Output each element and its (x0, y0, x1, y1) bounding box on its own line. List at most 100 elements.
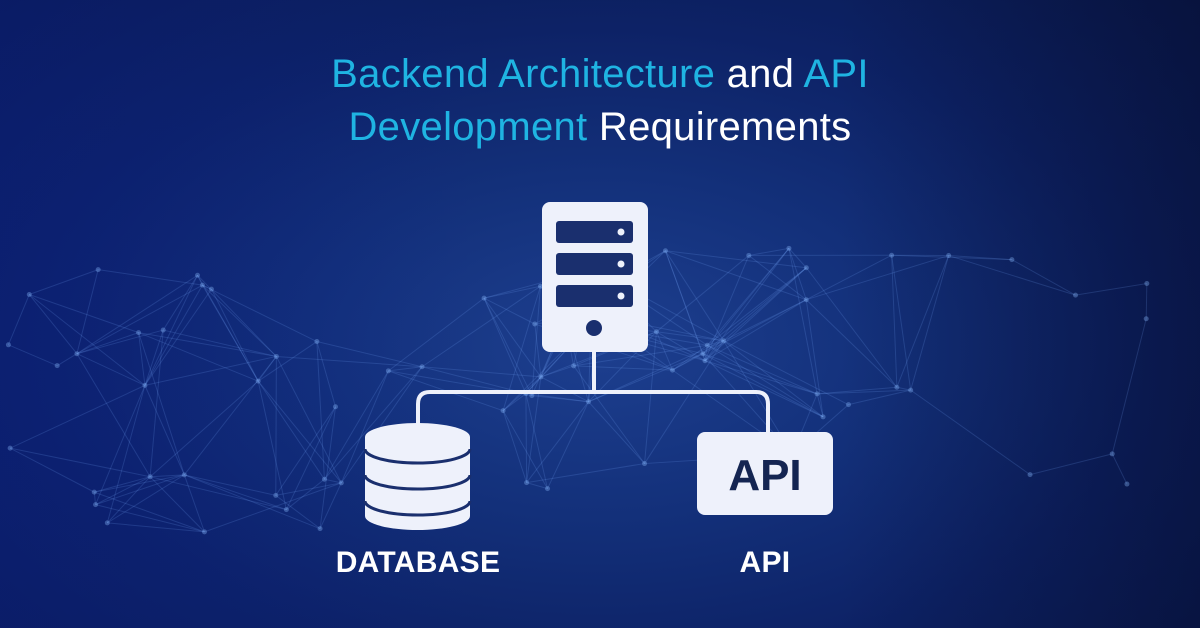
network-line (316, 341, 336, 407)
network-line (540, 376, 589, 403)
network-line (95, 385, 146, 505)
network-line (573, 365, 645, 464)
network-line (421, 366, 541, 378)
network-node (845, 402, 851, 408)
network-line (76, 269, 99, 354)
network-line (76, 353, 146, 386)
network-line (388, 366, 423, 372)
network-line (275, 356, 342, 484)
network-line (197, 274, 277, 357)
network-line (816, 393, 824, 417)
network-line (706, 248, 790, 346)
network-line (502, 410, 528, 483)
network-node (1124, 481, 1130, 487)
network-node (908, 387, 914, 393)
network-line (704, 255, 750, 361)
network-line (29, 294, 139, 334)
network-node (93, 502, 99, 508)
network-node (5, 342, 11, 348)
network-node (700, 351, 706, 357)
network-line (896, 255, 950, 388)
network-line (149, 330, 164, 477)
network-line (704, 267, 807, 362)
page-title-line-2: Development Requirements (0, 105, 1200, 150)
network-line (94, 474, 185, 493)
network-line (665, 250, 724, 341)
network-line (805, 299, 824, 417)
network-line (704, 360, 824, 418)
network-node (201, 529, 207, 535)
network-line (656, 331, 724, 342)
network-node (208, 286, 214, 292)
network-node (181, 472, 187, 478)
network-line (1075, 283, 1147, 296)
network-line (817, 386, 897, 395)
network-line (672, 353, 704, 371)
network-line (525, 393, 528, 483)
network-line (183, 356, 277, 476)
network-line (656, 255, 750, 333)
network-line (707, 344, 818, 395)
network-line (483, 297, 536, 325)
network-node (1144, 281, 1150, 287)
network-line (257, 381, 287, 510)
network-line (502, 286, 541, 411)
network-line (707, 340, 724, 346)
network-node (814, 391, 820, 397)
network-line (149, 380, 259, 478)
network-line (316, 341, 325, 480)
network-node (147, 474, 153, 480)
network-line (202, 284, 212, 290)
network-line (144, 284, 203, 386)
network-line (704, 360, 818, 395)
network-node (704, 342, 710, 348)
network-line (483, 285, 541, 299)
network-line (706, 267, 807, 346)
network-line (144, 385, 185, 476)
network-line (502, 393, 527, 412)
network-line (1111, 318, 1147, 454)
network-node (669, 367, 675, 373)
network-line (201, 284, 259, 382)
network-line (202, 284, 277, 357)
network-line (748, 247, 790, 256)
network-line (275, 406, 336, 496)
network-node (721, 338, 727, 344)
network-line (702, 267, 807, 355)
network-line (98, 269, 203, 286)
network-line (655, 331, 673, 371)
network-line (483, 297, 533, 396)
network-line (788, 248, 807, 300)
network-line (76, 329, 164, 355)
network-line (106, 476, 151, 524)
network-node (95, 267, 101, 273)
network-line (723, 340, 824, 418)
network-line (817, 389, 911, 395)
network-line (788, 247, 807, 269)
network-line (144, 288, 212, 386)
network-node (199, 282, 205, 288)
network-node (1027, 472, 1033, 478)
network-line (502, 410, 548, 489)
network-node (332, 404, 338, 410)
network-node (537, 283, 543, 289)
network-line (9, 447, 95, 493)
network-line (910, 389, 1031, 476)
network-node (160, 327, 166, 333)
network-line (891, 255, 912, 391)
network-node (136, 330, 142, 336)
title-segment: Development (348, 105, 588, 149)
network-line (656, 331, 706, 362)
network-node (338, 480, 344, 486)
network-line (896, 386, 911, 391)
network-line (806, 254, 892, 301)
network-line (672, 340, 724, 371)
network-node (317, 526, 323, 532)
network-line (665, 250, 807, 301)
network-line (138, 332, 185, 475)
network-line (323, 370, 389, 480)
network-line (107, 522, 205, 533)
network-line (788, 248, 818, 394)
network-line (526, 482, 548, 490)
network-line (94, 491, 205, 533)
